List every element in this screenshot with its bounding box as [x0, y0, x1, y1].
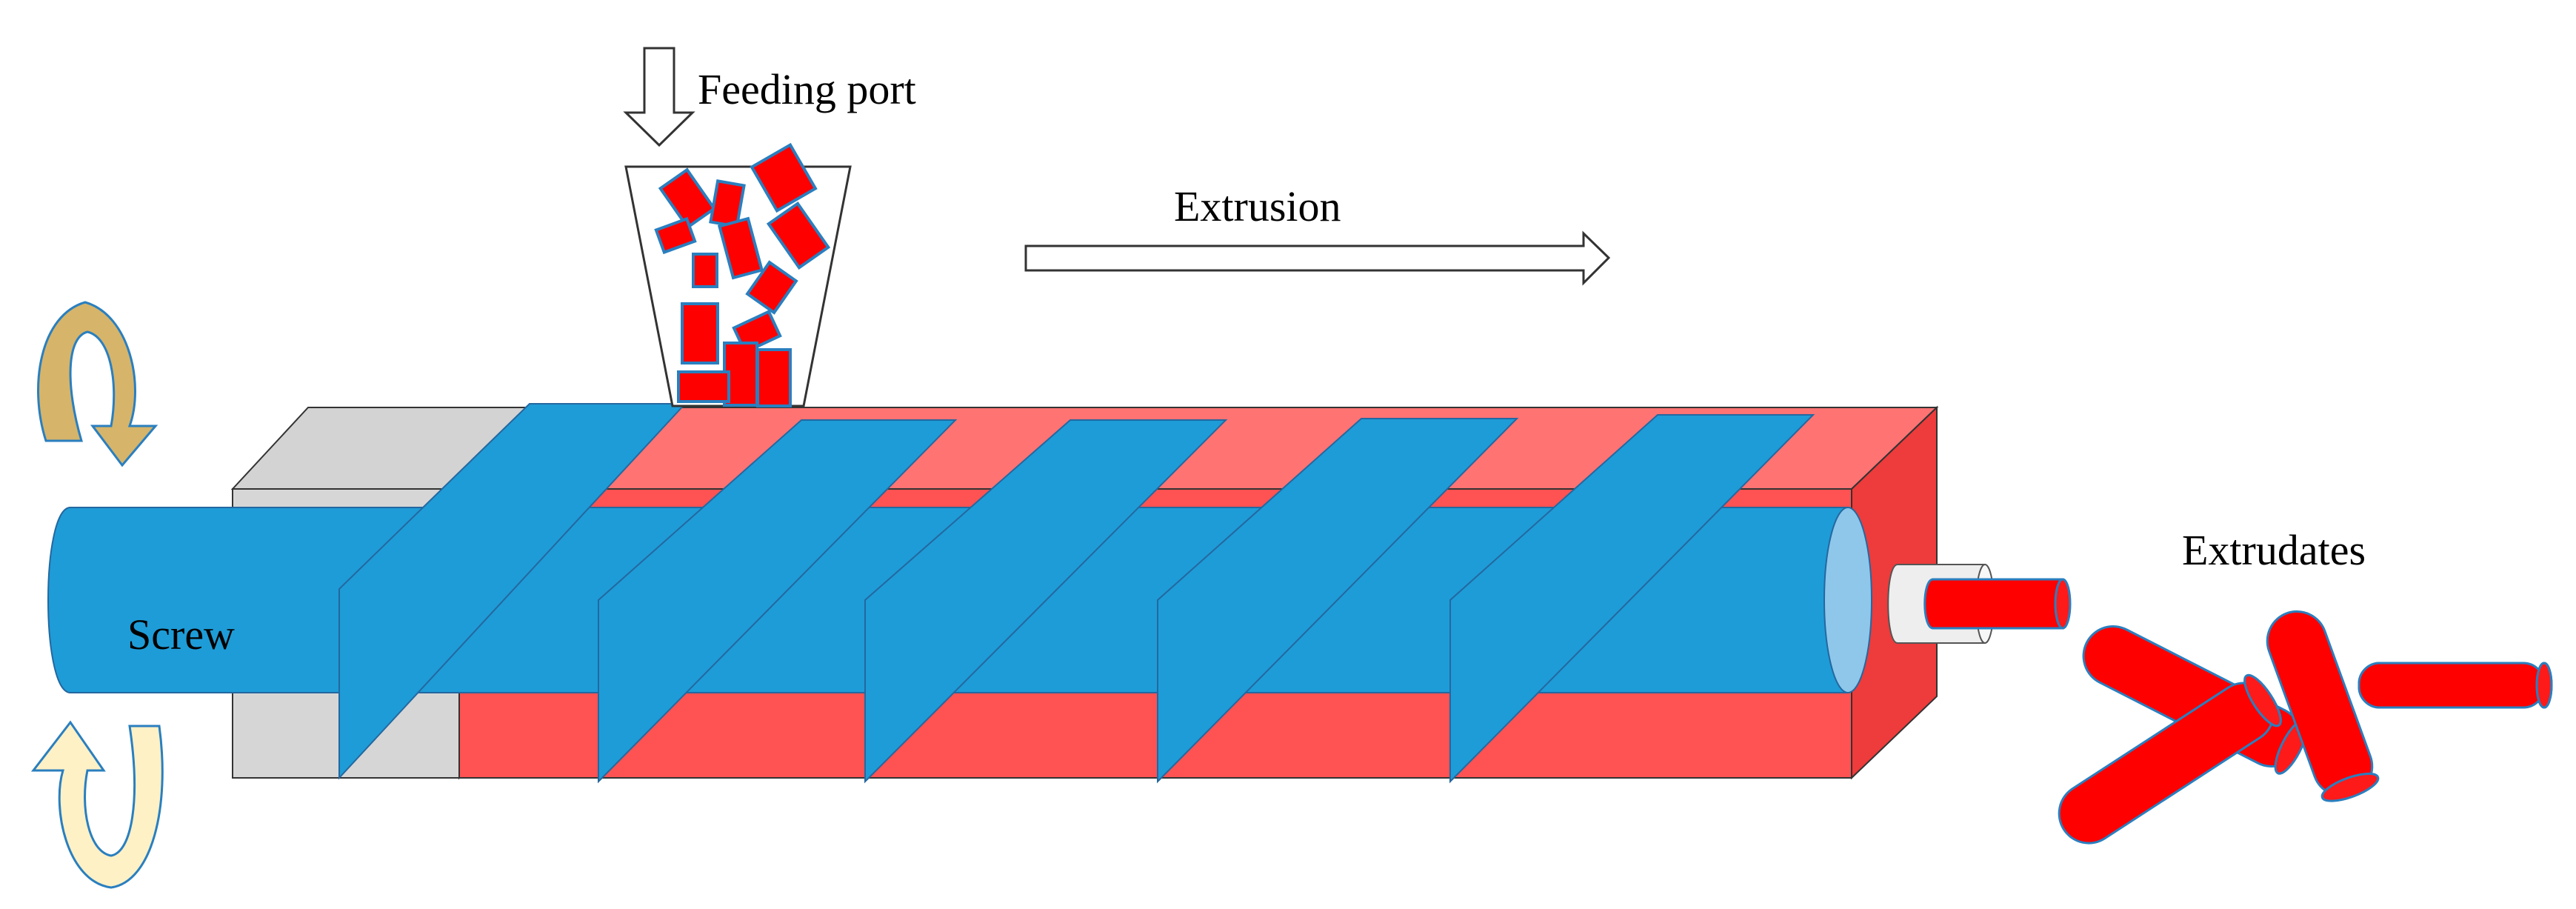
pellet: [654, 216, 697, 255]
rotate-arrow-bottom-icon: [30, 720, 164, 889]
screw-flight: [864, 419, 1228, 784]
screw-flight: [1449, 414, 1815, 784]
arrow-right-icon: [1024, 230, 1611, 286]
screw-label: Screw: [127, 610, 235, 659]
extrudates: [2058, 610, 2553, 845]
pellet: [766, 201, 831, 270]
pellet: [692, 253, 718, 288]
extrudate: [2266, 610, 2380, 802]
rotate-arrow-top-icon: [37, 301, 159, 467]
extrudate: [2058, 673, 2282, 845]
pellet: [750, 142, 818, 213]
feeding-port-label: Feeding port: [698, 65, 916, 113]
pellet: [745, 260, 798, 315]
pellet: [658, 167, 717, 230]
screw-flight: [1157, 418, 1519, 784]
screw-flight: [598, 419, 958, 784]
pellet: [681, 302, 719, 364]
extrusion-label: Extrusion: [1174, 182, 1341, 230]
arrow-down-icon: [623, 47, 695, 147]
pellet: [677, 370, 730, 403]
pellets: [654, 142, 831, 407]
pellet: [717, 216, 764, 280]
screw-flights: [338, 403, 1815, 784]
extrudates-label: Extrudates: [2182, 526, 2366, 574]
pellet: [756, 348, 792, 407]
die-nozzle: [1887, 564, 2072, 644]
extrudate: [2358, 662, 2553, 709]
